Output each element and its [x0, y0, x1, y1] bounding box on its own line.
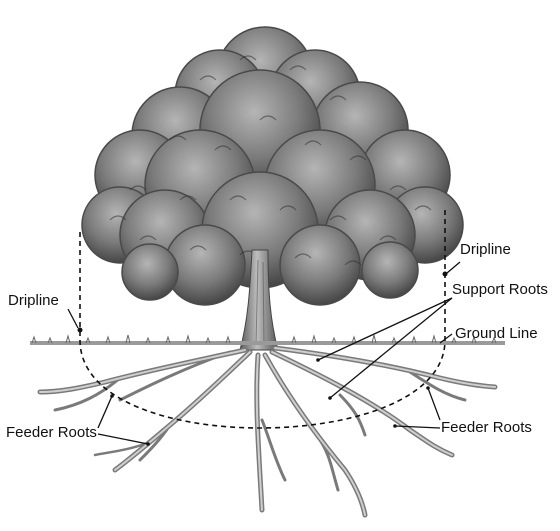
label-support-roots: Support Roots [452, 281, 548, 298]
label-feeder-roots-left: Feeder Roots [6, 424, 97, 441]
dripline-right-marker [442, 271, 448, 277]
label-feeder-roots-right: Feeder Roots [441, 419, 532, 436]
label-dripline-left: Dripline [8, 292, 59, 309]
label-ground-line: Ground Line [455, 325, 538, 342]
leader-arrowheads [110, 358, 430, 446]
ground-line [30, 334, 505, 345]
leader-lines [67, 261, 461, 445]
label-dripline-right: Dripline [460, 241, 511, 258]
tree-roots [37, 345, 498, 518]
tree-canopy [81, 26, 464, 306]
dripline-dashed-boundary [79, 210, 446, 429]
dripline-left-marker [77, 327, 83, 333]
